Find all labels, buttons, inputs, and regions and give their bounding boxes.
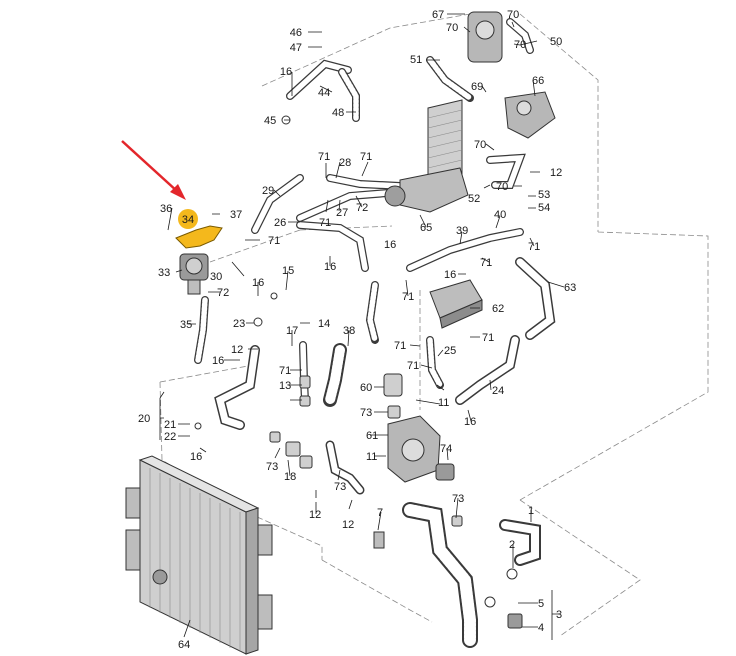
part-label: 36 (160, 203, 172, 215)
part-label: 74 (440, 443, 452, 455)
part-label: 39 (456, 225, 468, 237)
radiator (125, 455, 273, 655)
part-label: 1 (528, 505, 534, 517)
part-label: 30 (210, 271, 222, 283)
part-label: 29 (262, 185, 274, 197)
part-label: 16 (252, 277, 264, 289)
part-label: 70 (446, 22, 458, 34)
part-label: 20 (138, 413, 150, 425)
part-label: 16 (280, 66, 292, 78)
part-label: 15 (282, 265, 294, 277)
part-label: 28 (339, 157, 351, 169)
part-label: 61 (366, 430, 378, 442)
part-label: 12 (550, 167, 562, 179)
bracket-34-highlight (175, 225, 223, 249)
hoses (194, 18, 556, 648)
part-label: 44 (318, 87, 330, 99)
part-label: 16 (190, 451, 202, 463)
callout-labels: 46 47 16 44 48 45 67 70 70 70 50 51 69 6… (138, 9, 576, 651)
label-34-highlight: 34 (178, 209, 198, 229)
part-label: 66 (532, 75, 544, 87)
part-label: 26 (274, 217, 286, 229)
part-label: 73 (452, 493, 464, 505)
part-label: 72 (356, 202, 368, 214)
part-label: 53 (538, 189, 550, 201)
part-label: 12 (309, 509, 321, 521)
part-label: 73 (334, 481, 346, 493)
part-label: 40 (494, 209, 506, 221)
part-label: 73 (360, 407, 372, 419)
part-label: 71 (482, 332, 494, 344)
part-label: 71 (360, 151, 372, 163)
part-label: 71 (402, 291, 414, 303)
part-label: 51 (410, 54, 422, 66)
part-label: 16 (464, 416, 476, 428)
part-label: 71 (407, 360, 419, 372)
part-label: 48 (332, 107, 344, 119)
part-label: 12 (231, 344, 243, 356)
part-label: 71 (268, 235, 280, 247)
part-label: 16 (212, 355, 224, 367)
part-label: 46 (290, 27, 302, 39)
pointer-arrow (121, 140, 186, 200)
part-label: 5 (538, 598, 544, 610)
part-label: 72 (217, 287, 229, 299)
part-label: 70 (507, 9, 519, 21)
part-label: 70 (474, 139, 486, 151)
part-label: 18 (284, 471, 296, 483)
part-label: 35 (180, 319, 192, 331)
part-label: 22 (164, 431, 176, 443)
part-label: 64 (178, 639, 190, 651)
part-label: 4 (538, 622, 544, 634)
part-label: 71 (528, 241, 540, 253)
label-34-text: 34 (182, 214, 194, 226)
part-label: 50 (550, 36, 562, 48)
part-label: 71 (319, 217, 331, 229)
part-label: 38 (343, 325, 355, 337)
part-label: 65 (420, 222, 432, 234)
components (175, 11, 556, 629)
part-label: 63 (564, 282, 576, 294)
part-label: 69 (471, 81, 483, 93)
part-label: 71 (318, 151, 330, 163)
part-label: 54 (538, 202, 550, 214)
part-label: 21 (164, 419, 176, 431)
part-label: 17 (286, 325, 298, 337)
part-label: 16 (444, 269, 456, 281)
part-label: 70 (496, 181, 508, 193)
part-label: 13 (279, 380, 291, 392)
part-label: 71 (480, 257, 492, 269)
part-label: 62 (492, 303, 504, 315)
part-label: 2 (509, 539, 515, 551)
part-label: 7 (377, 507, 383, 519)
part-label: 71 (394, 340, 406, 352)
part-label: 23 (233, 318, 245, 330)
part-label: 67 (432, 9, 444, 21)
part-label: 33 (158, 267, 170, 279)
part-label: 60 (360, 382, 372, 394)
part-label: 14 (318, 318, 330, 330)
leader-lines (159, 13, 565, 640)
part-label: 73 (266, 461, 278, 473)
part-label: 24 (492, 385, 504, 397)
part-label: 25 (444, 345, 456, 357)
part-label: 27 (336, 207, 348, 219)
part-label: 16 (384, 239, 396, 251)
part-label: 11 (438, 397, 449, 409)
part-label: 16 (324, 261, 336, 273)
part-label: 47 (290, 42, 302, 54)
part-label: 70 (514, 39, 526, 51)
part-label: 12 (342, 519, 354, 531)
part-label: 45 (264, 115, 276, 127)
part-label: 37 (230, 209, 242, 221)
part-label: 3 (556, 609, 562, 621)
part-label: 71 (279, 365, 291, 377)
part-label: 11 (366, 451, 377, 463)
part-label: 52 (468, 193, 480, 205)
